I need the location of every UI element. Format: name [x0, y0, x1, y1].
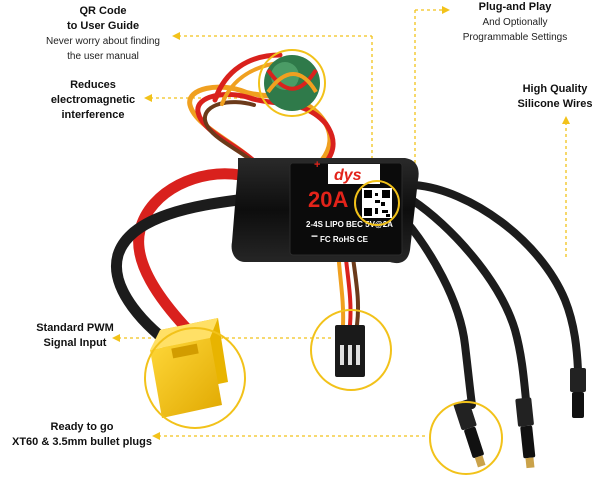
signal-wire-brown: [202, 100, 260, 168]
upper-wire-red: [212, 52, 283, 103]
ferrite-winding-red: [266, 68, 318, 91]
emi-arrow-icon: [144, 94, 152, 102]
servo-pin-1: [340, 345, 344, 365]
qr-highlight-ring: [354, 180, 400, 226]
qr-callout-title-2: to User Guide: [66, 20, 140, 32]
esc-plus-marker: +: [314, 159, 320, 171]
wires-callout-title-1: High Quality: [522, 83, 588, 95]
plugs-callout-title-1: Ready to go: [50, 421, 114, 433]
motor-wire-1: [401, 216, 476, 409]
xt60-front: [150, 338, 222, 418]
plugs-callout-title-2: XT60 & 3.5mm bullet plugs: [12, 436, 152, 448]
bullet-plug-1: [453, 399, 486, 468]
emi-callout-title-1: Reduces: [70, 79, 116, 91]
xt60-highlight-ring: [144, 327, 246, 429]
xt60-top: [150, 318, 218, 350]
plugs-arrow-icon: [152, 432, 160, 440]
qr-callout-title-1: QR Code: [79, 5, 127, 17]
emi-callout: Reduces electromagnetic interference: [28, 78, 158, 123]
plugs-callout: Ready to go XT60 & 3.5mm bullet plugs: [2, 420, 162, 450]
callout-arrows: [112, 6, 570, 440]
esc-minus-marker: −: [311, 229, 318, 243]
plug-callout-sub-1: And Optionally: [482, 17, 548, 28]
emi-callout-title-2: electromagnetic: [50, 94, 136, 106]
black-power-wire: [111, 194, 244, 351]
pwm-callout: Standard PWM Signal Input: [20, 321, 130, 351]
pwm-callout-title-1: Standard PWM: [36, 322, 114, 334]
emi-callout-title-3: interference: [61, 109, 125, 121]
plug-callout-sub-2: Programmable Settings: [462, 32, 568, 43]
xt60-ridge: [171, 343, 199, 359]
bullet-plug-3: [570, 368, 586, 418]
motor-wire-3: [411, 181, 582, 374]
cert-marks: FC RoHS CE: [320, 235, 369, 244]
plug-callout: Plug-and Play And Optionally Programmabl…: [440, 0, 590, 45]
servo-connector: [310, 309, 392, 391]
bullet-highlight-ring: [429, 401, 503, 475]
servo-pin-3: [356, 345, 360, 365]
servo-highlight-ring: [310, 309, 392, 391]
plug-arrow-icon: [442, 6, 450, 14]
pwm-callout-title-2: Signal Input: [43, 337, 107, 349]
callout-lines: [118, 9, 567, 437]
wires-callout: High Quality Silicone Wires: [510, 82, 600, 112]
qr-code-icon: [362, 188, 392, 218]
esc-label-sticker: [289, 162, 403, 256]
amp-rating: 20A: [308, 187, 348, 212]
qr-callout: QR Code to User Guide Never worry about …: [28, 4, 178, 64]
ferrite-highlight-ring: [258, 49, 326, 117]
qr-callout-sub-1: Never worry about finding: [46, 36, 160, 47]
qr-arrow-icon: [172, 32, 180, 40]
spec-text: 2-4S LIPO BEC 5V@2A: [306, 220, 393, 229]
plug-callout-title: Plug-and Play: [478, 1, 552, 13]
xt60-connector: [144, 318, 246, 429]
servo-pin-2: [348, 345, 352, 365]
motor-wire-2: [408, 196, 530, 404]
bullet-plugs: [429, 368, 586, 475]
wires-arrow-icon: [562, 116, 570, 124]
ferrite-winding-orange: [266, 72, 318, 94]
ferrite-ring: [258, 49, 326, 117]
bullet-plug-2: [515, 397, 536, 469]
pwm-arrow-icon: [112, 334, 120, 342]
brand-logo: dys: [334, 167, 362, 184]
brand-logo-box: [328, 164, 380, 184]
wire-bundle: [111, 52, 582, 409]
esc-body: + − dys 20A 2-4S LIPO BEC 5V@2A FC RoHS …: [231, 158, 419, 264]
wires-callout-title-2: Silicone Wires: [517, 98, 593, 110]
qr-callout-sub-2: the user manual: [67, 51, 139, 62]
